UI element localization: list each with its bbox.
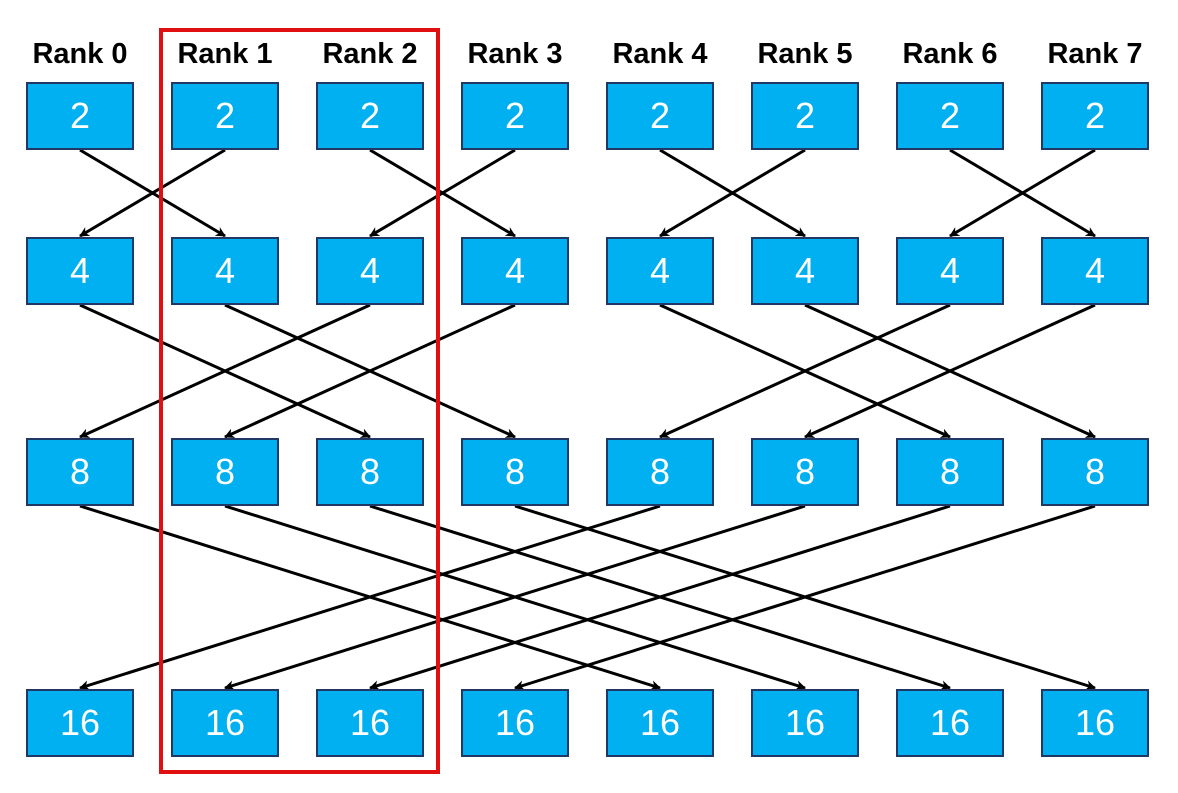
node-stage3-rank7: 16 — [1041, 689, 1149, 757]
node-stage0-rank6: 2 — [896, 82, 1004, 150]
arrow-stage1-rank6-to-rank4 — [659, 303, 951, 439]
node-stage1-rank1: 4 — [171, 237, 279, 305]
node-stage0-rank1: 2 — [171, 82, 279, 150]
node-stage3-rank3: 16 — [461, 689, 569, 757]
node-stage1-rank0: 4 — [26, 237, 134, 305]
rank-label-7: Rank 7 — [1047, 38, 1143, 70]
arrow-stage0-rank5-to-rank4 — [659, 148, 806, 238]
arrow-stage0-rank1-to-rank0 — [79, 148, 226, 238]
node-stage0-rank5: 2 — [751, 82, 859, 150]
node-stage1-rank6: 4 — [896, 237, 1004, 305]
node-stage2-rank3: 8 — [461, 438, 569, 506]
arrow-stage0-rank7-to-rank6 — [949, 148, 1096, 238]
rank-label-3: Rank 3 — [467, 38, 563, 70]
node-stage2-rank0: 8 — [26, 438, 134, 506]
node-stage3-rank6: 16 — [896, 689, 1004, 757]
node-stage3-rank2: 16 — [316, 689, 424, 757]
node-stage1-rank2: 4 — [316, 237, 424, 305]
rank-label-4: Rank 4 — [612, 38, 708, 70]
arrow-stage1-rank7-to-rank5 — [804, 303, 1096, 439]
node-stage0-rank7: 2 — [1041, 82, 1149, 150]
node-stage3-rank5: 16 — [751, 689, 859, 757]
node-stage0-rank4: 2 — [606, 82, 714, 150]
node-stage2-rank4: 8 — [606, 438, 714, 506]
arrow-stage2-rank4-to-rank0 — [79, 504, 661, 691]
arrow-stage0-rank3-to-rank2 — [369, 148, 516, 238]
arrow-stage2-rank5-to-rank1 — [224, 504, 806, 691]
node-stage1-rank7: 4 — [1041, 237, 1149, 305]
node-stage0-rank3: 2 — [461, 82, 569, 150]
highlight-box — [159, 28, 440, 774]
node-stage2-rank5: 8 — [751, 438, 859, 506]
node-stage2-rank2: 8 — [316, 438, 424, 506]
arrow-stage1-rank3-to-rank1 — [224, 303, 516, 439]
rank-label-6: Rank 6 — [902, 38, 998, 70]
node-stage1-rank4: 4 — [606, 237, 714, 305]
rank-label-1: Rank 1 — [177, 38, 273, 70]
arrow-stage1-rank2-to-rank0 — [79, 303, 371, 439]
rank-label-5: Rank 5 — [757, 38, 853, 70]
node-stage1-rank3: 4 — [461, 237, 569, 305]
node-stage3-rank0: 16 — [26, 689, 134, 757]
node-stage1-rank5: 4 — [751, 237, 859, 305]
arrow-stage2-rank7-to-rank3 — [514, 504, 1096, 691]
node-stage0-rank2: 2 — [316, 82, 424, 150]
rank-label-2: Rank 2 — [322, 38, 418, 70]
node-stage2-rank1: 8 — [171, 438, 279, 506]
node-stage2-rank7: 8 — [1041, 438, 1149, 506]
node-stage3-rank1: 16 — [171, 689, 279, 757]
node-stage3-rank4: 16 — [606, 689, 714, 757]
arrow-stage2-rank6-to-rank2 — [369, 504, 951, 691]
node-stage2-rank6: 8 — [896, 438, 1004, 506]
rank-label-0: Rank 0 — [32, 38, 128, 70]
node-stage0-rank0: 2 — [26, 82, 134, 150]
